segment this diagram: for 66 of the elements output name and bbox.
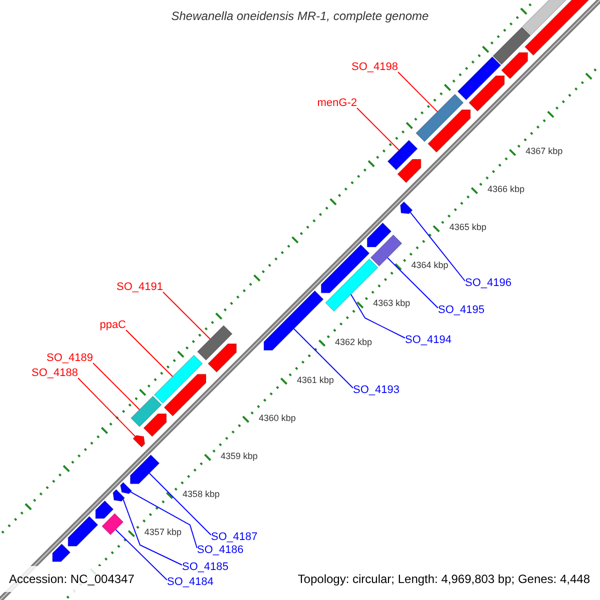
gene-block <box>387 140 418 170</box>
gene-block <box>370 234 402 267</box>
gene-label: SO_4187 <box>211 531 258 544</box>
leader-line <box>148 472 212 536</box>
leader-line <box>78 378 136 437</box>
gene-block <box>400 201 413 214</box>
gene-block <box>52 544 71 562</box>
gene-block <box>208 344 237 373</box>
leader-line <box>398 72 438 112</box>
gene-block <box>416 94 464 142</box>
leader-line <box>115 529 168 580</box>
gene-label: SO_4184 <box>167 576 214 589</box>
position-label: 4359 kbp <box>220 450 258 462</box>
gene-label: SO_4198 <box>352 61 398 74</box>
gene-label: SO_4193 <box>353 384 400 397</box>
gene-label: ppaC <box>100 319 126 332</box>
gene-block <box>68 516 98 546</box>
gene-label: SO_4185 <box>182 561 228 574</box>
gene-block <box>164 374 206 416</box>
gene-label: SO_4194 <box>405 334 452 347</box>
gene-label: SO_4188 <box>32 367 78 380</box>
map-title: Shewanella oneidensis MR-1, complete genome <box>170 9 430 23</box>
gene-block <box>102 513 124 536</box>
gene-label: menG-2 <box>317 97 357 110</box>
gene-block <box>112 489 126 502</box>
leader-line <box>92 362 140 410</box>
position-label: 4361 kbp <box>296 374 334 386</box>
position-label: 4367 kbp <box>526 146 563 157</box>
leader-line <box>162 292 211 340</box>
gene-block <box>130 454 160 484</box>
leader-line <box>350 294 406 338</box>
gene-block <box>143 414 167 437</box>
gene-block <box>397 159 422 184</box>
position-label: 4358 kbp <box>182 488 220 500</box>
leader-line <box>356 108 400 151</box>
gene-block <box>468 76 505 112</box>
leader-line <box>293 328 354 388</box>
position-label: 4364 kbp <box>411 260 448 272</box>
leader-line <box>126 330 174 377</box>
position-label: 4366 kbp <box>487 184 524 196</box>
position-label: 4363 kbp <box>373 298 410 310</box>
gene-block <box>120 482 132 494</box>
gene-block <box>320 244 370 294</box>
gene-block <box>132 435 146 448</box>
gene-block <box>197 325 233 361</box>
leader-line <box>386 257 438 308</box>
position-label: 4362 kbp <box>335 336 372 348</box>
leader-line <box>410 212 466 282</box>
position-label: 4365 kbp <box>449 222 486 234</box>
gene-label: SO_4186 <box>197 544 244 557</box>
gene-block <box>264 290 324 350</box>
gene-block <box>428 110 471 153</box>
leader-line <box>122 498 182 566</box>
position-label: 4357 kbp <box>144 527 182 538</box>
gene-label: SO_4195 <box>438 304 484 317</box>
gene-block <box>457 56 502 100</box>
position-label: 4360 kbp <box>258 412 296 424</box>
gene-block <box>154 354 203 404</box>
gene-label: SO_4196 <box>465 277 512 290</box>
gene-block <box>95 500 114 519</box>
gene-label: SO_4189 <box>46 352 93 365</box>
gene-block <box>366 222 392 248</box>
gene-block <box>130 396 162 428</box>
leader-line <box>130 491 198 548</box>
gene-block <box>492 26 531 65</box>
gene-label: SO_4191 <box>116 281 163 294</box>
